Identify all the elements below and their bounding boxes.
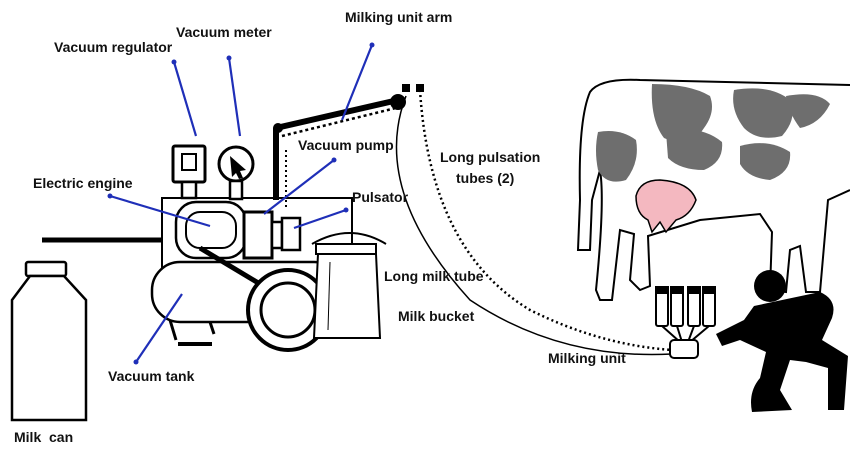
label-long-pulsation-tubes-line2: tubes (2) [456,170,514,186]
milking-unit [655,286,716,359]
leader-lines [107,42,375,365]
label-milking-unit: Milking unit [548,350,626,366]
label-electric-engine: Electric engine [33,175,133,191]
milking-machine [150,144,353,352]
label-vacuum-regulator: Vacuum regulator [54,39,173,55]
long-milk-tube [395,95,673,356]
vacuum-pump [242,210,274,260]
label-vacuum-pump: Vacuum pump [298,137,394,153]
milk-can [10,260,88,422]
kneeling-person-icon [716,270,848,412]
milking-unit-arm [273,84,424,200]
label-vacuum-meter: Vacuum meter [176,24,272,40]
long-pulsation-tubes [418,89,673,352]
label-milk-bucket: Milk bucket [398,308,475,324]
label-pulsator: Pulsator [352,189,409,205]
label-vacuum-tank: Vacuum tank [108,368,195,384]
label-milk-can: Milk can [14,429,73,445]
pulsator [280,216,302,252]
cow [576,78,850,301]
vacuum-meter-needle-icon [230,156,246,179]
milk-bucket [311,232,387,339]
label-long-milk-tube: Long milk tube [384,268,484,284]
label-milking-unit-arm: Milking unit arm [345,9,452,25]
label-long-pulsation-tubes-line1: Long pulsation [440,149,540,165]
